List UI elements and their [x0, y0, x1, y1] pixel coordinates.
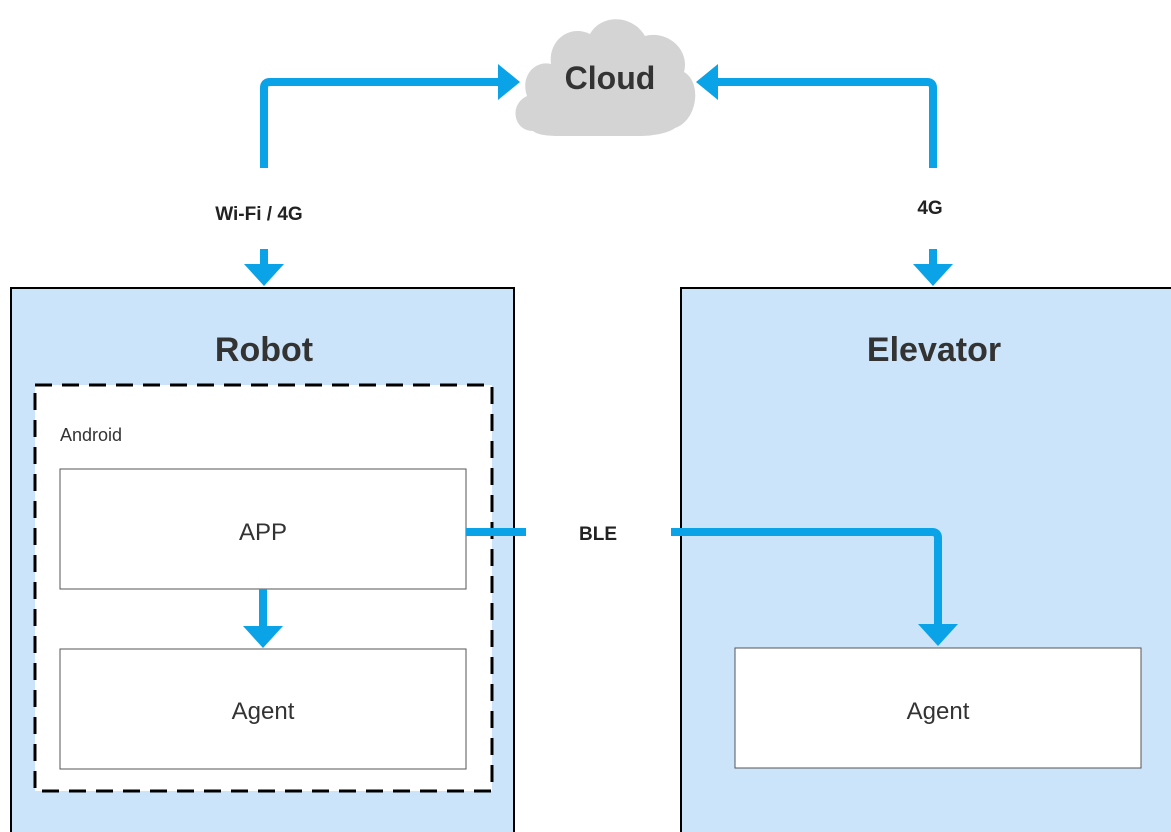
robot-container: Robot Android APP Agent [10, 287, 515, 832]
ble-link: BLE [466, 524, 958, 646]
elevator-title: Elevator [867, 331, 1001, 369]
app-agent-link [243, 589, 283, 648]
arrowhead-to-elevator-agent [918, 624, 958, 646]
ble-link-label: BLE [579, 524, 617, 545]
app-label: APP [239, 519, 287, 546]
cloud-label: Cloud [565, 60, 656, 96]
elevator-agent-box [734, 647, 1142, 769]
robot-cloud-link-label: Wi-Fi / 4G [215, 204, 302, 225]
elevator-cloud-link: 4G [696, 64, 953, 286]
app-box [59, 468, 467, 590]
robot-cloud-line [260, 78, 506, 168]
robot-agent-box [59, 648, 467, 770]
robot-agent-label: Agent [232, 698, 295, 725]
elevator-cloud-link-label: 4G [917, 198, 942, 219]
elevator-container: Elevator Agent [680, 287, 1171, 832]
arrowhead-to-cloud-right [696, 64, 718, 100]
robot-cloud-link: Wi-Fi / 4G [215, 64, 520, 286]
robot-title: Robot [215, 331, 313, 369]
cloud-shape [515, 19, 696, 137]
elevator-agent-label: Agent [907, 698, 970, 725]
ble-line-right [671, 528, 942, 626]
android-group: Android APP Agent [33, 383, 494, 793]
elevator-cloud-line [712, 78, 937, 168]
cloud-node: Cloud [515, 19, 696, 137]
arrowhead-to-cloud-left [498, 64, 520, 100]
arrowhead-to-elevator [913, 264, 953, 286]
android-label: Android [60, 425, 122, 445]
arrowhead-to-robot-agent [243, 626, 283, 648]
arrowhead-to-robot [244, 264, 284, 286]
